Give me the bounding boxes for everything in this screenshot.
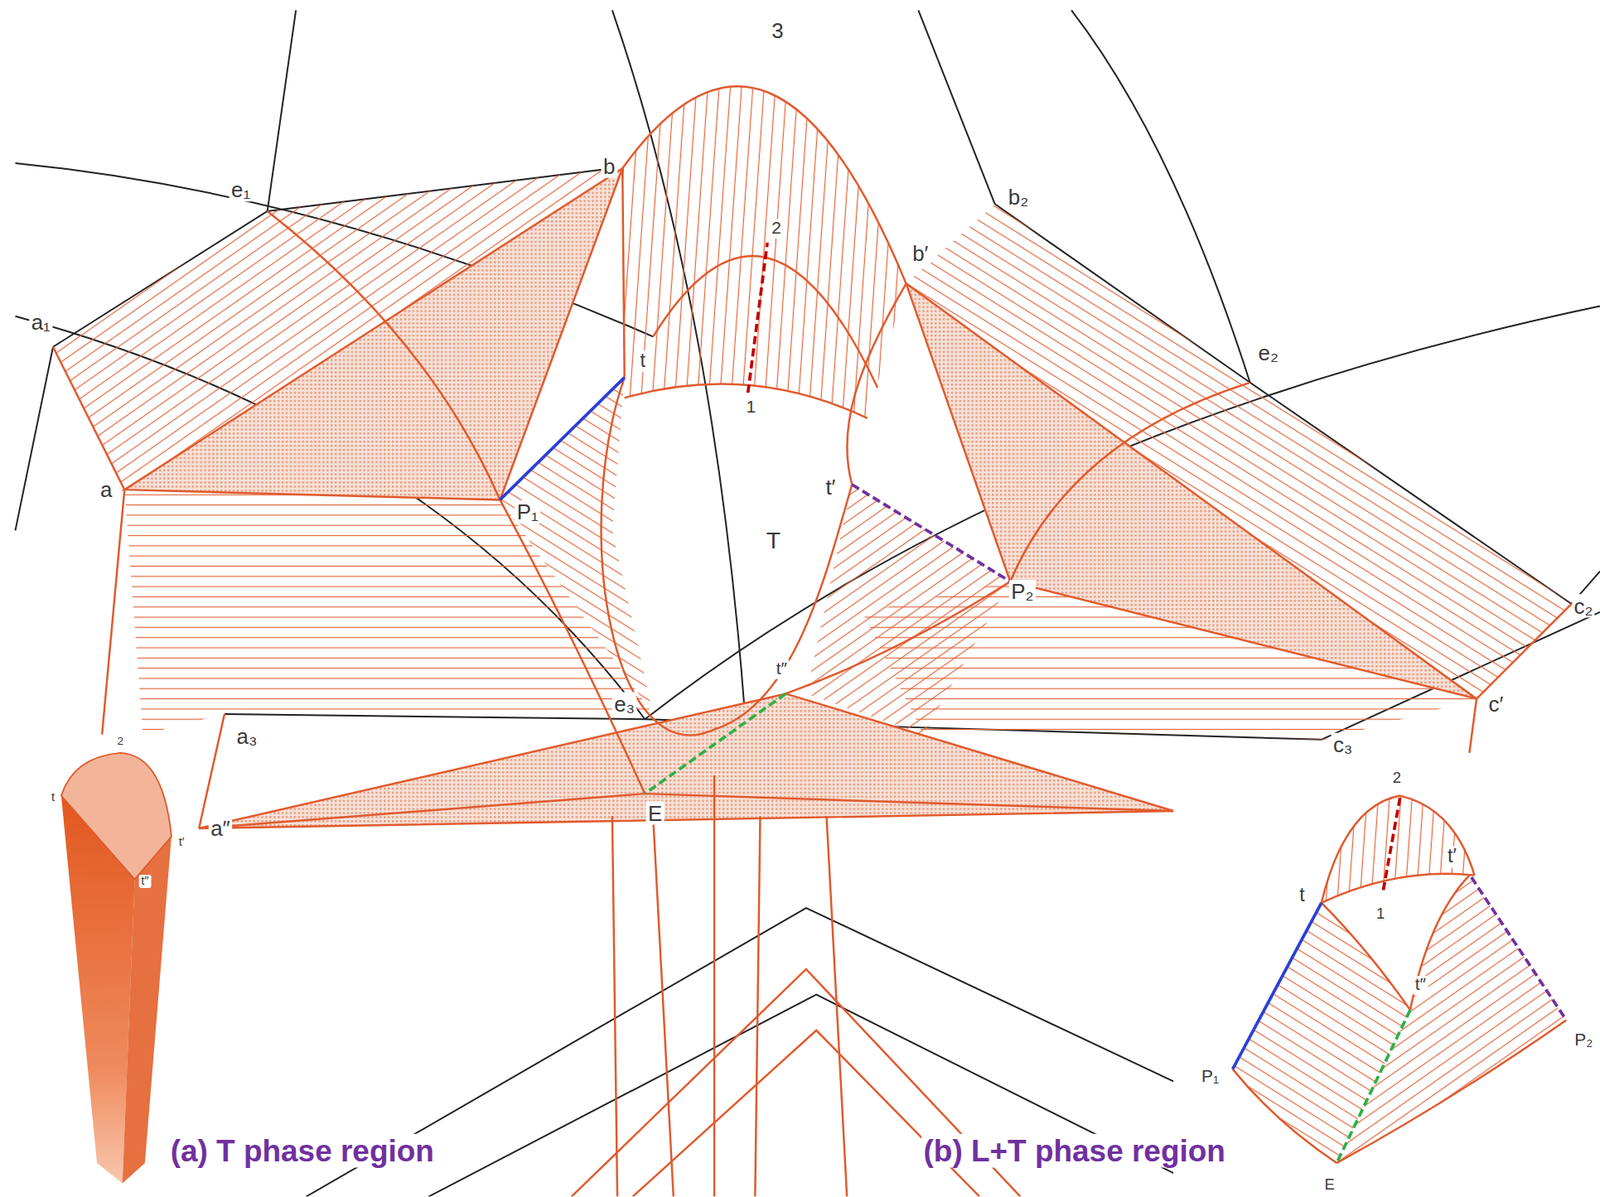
orange-phase-boundaries-part bbox=[124, 168, 623, 500]
orange-phase-boundaries-part bbox=[1476, 604, 1572, 700]
hatched-regions-part bbox=[906, 283, 1477, 699]
point-label: 2 bbox=[115, 734, 126, 748]
point-label: 1 bbox=[1374, 905, 1388, 923]
orange-phase-boundaries-part bbox=[652, 816, 674, 1197]
point-label: E bbox=[1322, 1176, 1337, 1194]
orange-phase-boundaries-part bbox=[633, 1030, 981, 1197]
point-label: e₁ bbox=[229, 178, 253, 202]
point-label: t bbox=[49, 791, 58, 805]
panel-caption: (b) L+T phase region bbox=[921, 1134, 1228, 1169]
point-label: t′ bbox=[1445, 846, 1460, 869]
orange-phase-boundaries-part bbox=[53, 347, 125, 490]
orange-phase-boundaries-part bbox=[612, 816, 618, 1197]
orange-phase-boundaries-part bbox=[601, 377, 853, 736]
orange-phase-boundaries-part bbox=[1010, 382, 1250, 582]
point-label: t″ bbox=[139, 874, 151, 889]
point-label: 1 bbox=[744, 398, 759, 418]
orange-phase-boundaries-part bbox=[198, 793, 1174, 829]
inset-b-liquid-plus-t-region-part bbox=[1321, 796, 1475, 904]
orange-phase-boundaries-part bbox=[198, 693, 1174, 829]
orange-phase-boundaries-part bbox=[846, 283, 906, 485]
point-label: a₃ bbox=[234, 725, 260, 749]
black-liquidus-lines-part bbox=[267, 9, 296, 212]
point-label: P₁ bbox=[514, 500, 541, 524]
inset-a-t-phase-prism-part bbox=[122, 836, 172, 1185]
point-label: P₂ bbox=[1009, 580, 1036, 604]
orange-phase-boundaries-part bbox=[622, 86, 906, 284]
orange-phase-boundaries-part bbox=[624, 384, 868, 419]
orange-phase-boundaries-part bbox=[622, 168, 624, 378]
point-label: P₁ bbox=[1199, 1068, 1222, 1088]
point-label: b bbox=[601, 154, 618, 179]
highlighted-tie-lines bbox=[499, 242, 1011, 794]
point-label: 2 bbox=[769, 218, 784, 238]
point-label: 2 bbox=[1390, 769, 1403, 787]
hatched-regions-part bbox=[198, 693, 1174, 829]
inset-b-liquid-plus-t-region-part bbox=[1321, 903, 1411, 1011]
point-label: t″ bbox=[773, 659, 789, 679]
point-label: c′ bbox=[1486, 692, 1506, 716]
point-label: 3 bbox=[769, 19, 786, 43]
inset-b-liquid-plus-t-region-part bbox=[1232, 1069, 1338, 1164]
point-label: e₂ bbox=[1256, 341, 1281, 365]
inset-b-liquid-plus-t-region-part bbox=[1321, 796, 1475, 904]
panel-caption: (a) T phase region bbox=[168, 1134, 436, 1169]
point-label: c₂ bbox=[1571, 594, 1596, 618]
orange-phase-boundaries-part bbox=[101, 489, 125, 735]
orange-phase-boundaries-part bbox=[499, 499, 645, 794]
point-label: t′ bbox=[823, 474, 838, 498]
orange-phase-boundaries-part bbox=[826, 816, 848, 1197]
point-label: t″ bbox=[1412, 976, 1428, 996]
orange-phase-boundaries-part bbox=[1469, 699, 1477, 754]
highlighted-tie-lines-part bbox=[851, 484, 1011, 582]
highlighted-tie-lines-part bbox=[499, 377, 624, 501]
point-label: T bbox=[763, 527, 783, 554]
highlighted-tie-lines-part bbox=[748, 242, 768, 393]
black-liquidus-lines-part bbox=[918, 9, 995, 204]
inset-b-liquid-plus-t-region-part bbox=[1471, 877, 1567, 1020]
inset-a-t-phase-prism-part bbox=[0, 743, 189, 1197]
inset-b-liquid-plus-t-region-part bbox=[1336, 875, 1567, 1164]
point-label: a bbox=[97, 478, 114, 502]
orange-phase-boundaries-part bbox=[785, 581, 1011, 694]
inset-b-liquid-plus-t-region-part bbox=[1336, 1010, 1411, 1164]
orange-phase-boundaries-part bbox=[652, 256, 878, 388]
point-label: e₃ bbox=[612, 692, 638, 716]
orange-phase-boundaries-part bbox=[198, 714, 225, 829]
point-label: E bbox=[646, 801, 665, 825]
inset-a-t-phase-prism-part bbox=[61, 753, 172, 880]
point-label: c₃ bbox=[1330, 733, 1354, 757]
inset-b-liquid-plus-t-region-part bbox=[1382, 797, 1401, 895]
point-label: t′ bbox=[176, 836, 187, 850]
hatched-regions-part bbox=[124, 168, 623, 500]
hatched-regions bbox=[53, 86, 1571, 829]
point-label: P₂ bbox=[1572, 1031, 1596, 1051]
point-label: t bbox=[638, 350, 648, 373]
inset-b-liquid-plus-t-region-part bbox=[1410, 875, 1470, 1011]
orange-phase-boundaries-part bbox=[906, 283, 1477, 699]
orange-phase-boundaries-part bbox=[754, 816, 760, 1197]
inset-b-liquid-plus-t-region-part bbox=[1173, 754, 1600, 1197]
inset-b-liquid-plus-t-region bbox=[1173, 754, 1600, 1197]
point-label: b₂ bbox=[1005, 184, 1030, 208]
black-liquidus-lines bbox=[14, 9, 1600, 1197]
orange-phase-boundaries-part bbox=[267, 211, 501, 501]
inset-b-liquid-plus-t-region-part bbox=[1232, 903, 1322, 1070]
inset-a-t-phase-prism bbox=[0, 743, 189, 1197]
point-label: t bbox=[1297, 884, 1307, 907]
orange-phase-boundaries bbox=[53, 86, 1571, 1197]
point-label: a₁ bbox=[29, 310, 53, 334]
point-label: a″ bbox=[208, 816, 233, 841]
black-liquidus-lines-part bbox=[14, 347, 54, 532]
highlighted-tie-lines-part bbox=[644, 693, 786, 794]
hatched-regions-part bbox=[806, 484, 1011, 735]
point-label: b′ bbox=[910, 241, 931, 265]
orange-phase-boundaries-part bbox=[713, 775, 716, 1197]
